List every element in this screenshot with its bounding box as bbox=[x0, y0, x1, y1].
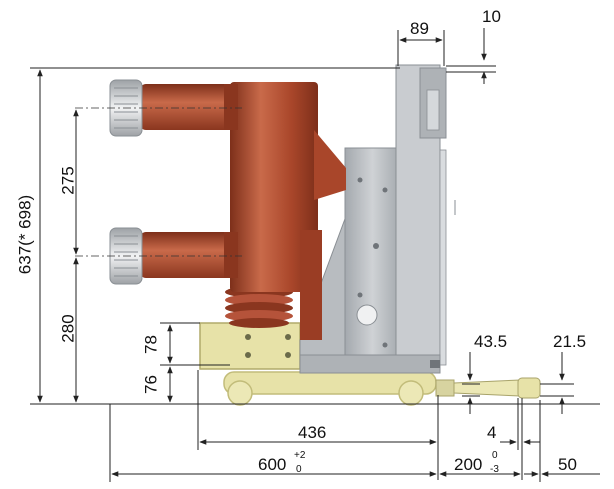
dim-280: 280 bbox=[58, 314, 78, 343]
dim-600-tol-lower: 0 bbox=[296, 464, 302, 475]
dim-600-tol-upper: +2 bbox=[294, 450, 306, 461]
dim-200: 200 0 -3 bbox=[454, 451, 499, 475]
dim-43-5: 43.5 bbox=[474, 332, 508, 351]
dim-436: 436 bbox=[298, 423, 327, 442]
dimension-lines bbox=[30, 28, 600, 482]
dim-275: 275 bbox=[58, 166, 78, 195]
dim-600-value: 600 bbox=[258, 455, 287, 474]
dim-50: 50 bbox=[558, 455, 577, 474]
dim-200-tol-upper: 0 bbox=[492, 450, 498, 461]
dim-200-tol-lower: -3 bbox=[490, 464, 499, 475]
dim-89: 89 bbox=[410, 19, 429, 38]
dim-76: 76 bbox=[141, 375, 161, 394]
trolley-wheel-left bbox=[227, 380, 253, 406]
insulating-block bbox=[199, 322, 301, 370]
racking-handle bbox=[435, 377, 541, 399]
dim-4: 4 bbox=[487, 423, 497, 442]
dim-600: 600 +2 0 bbox=[258, 451, 305, 475]
dim-21-5: 21.5 bbox=[553, 332, 587, 351]
pole-body bbox=[140, 82, 346, 340]
dim-10: 10 bbox=[482, 7, 501, 26]
trolley bbox=[223, 371, 437, 406]
mechanism-frame bbox=[299, 64, 456, 374]
trolley-wheel-right bbox=[398, 380, 424, 406]
bellows bbox=[225, 286, 293, 328]
dim-78: 78 bbox=[141, 335, 161, 354]
dim-overall-height: 637(* 698) bbox=[15, 194, 35, 275]
dim-200-value: 200 bbox=[454, 455, 483, 474]
